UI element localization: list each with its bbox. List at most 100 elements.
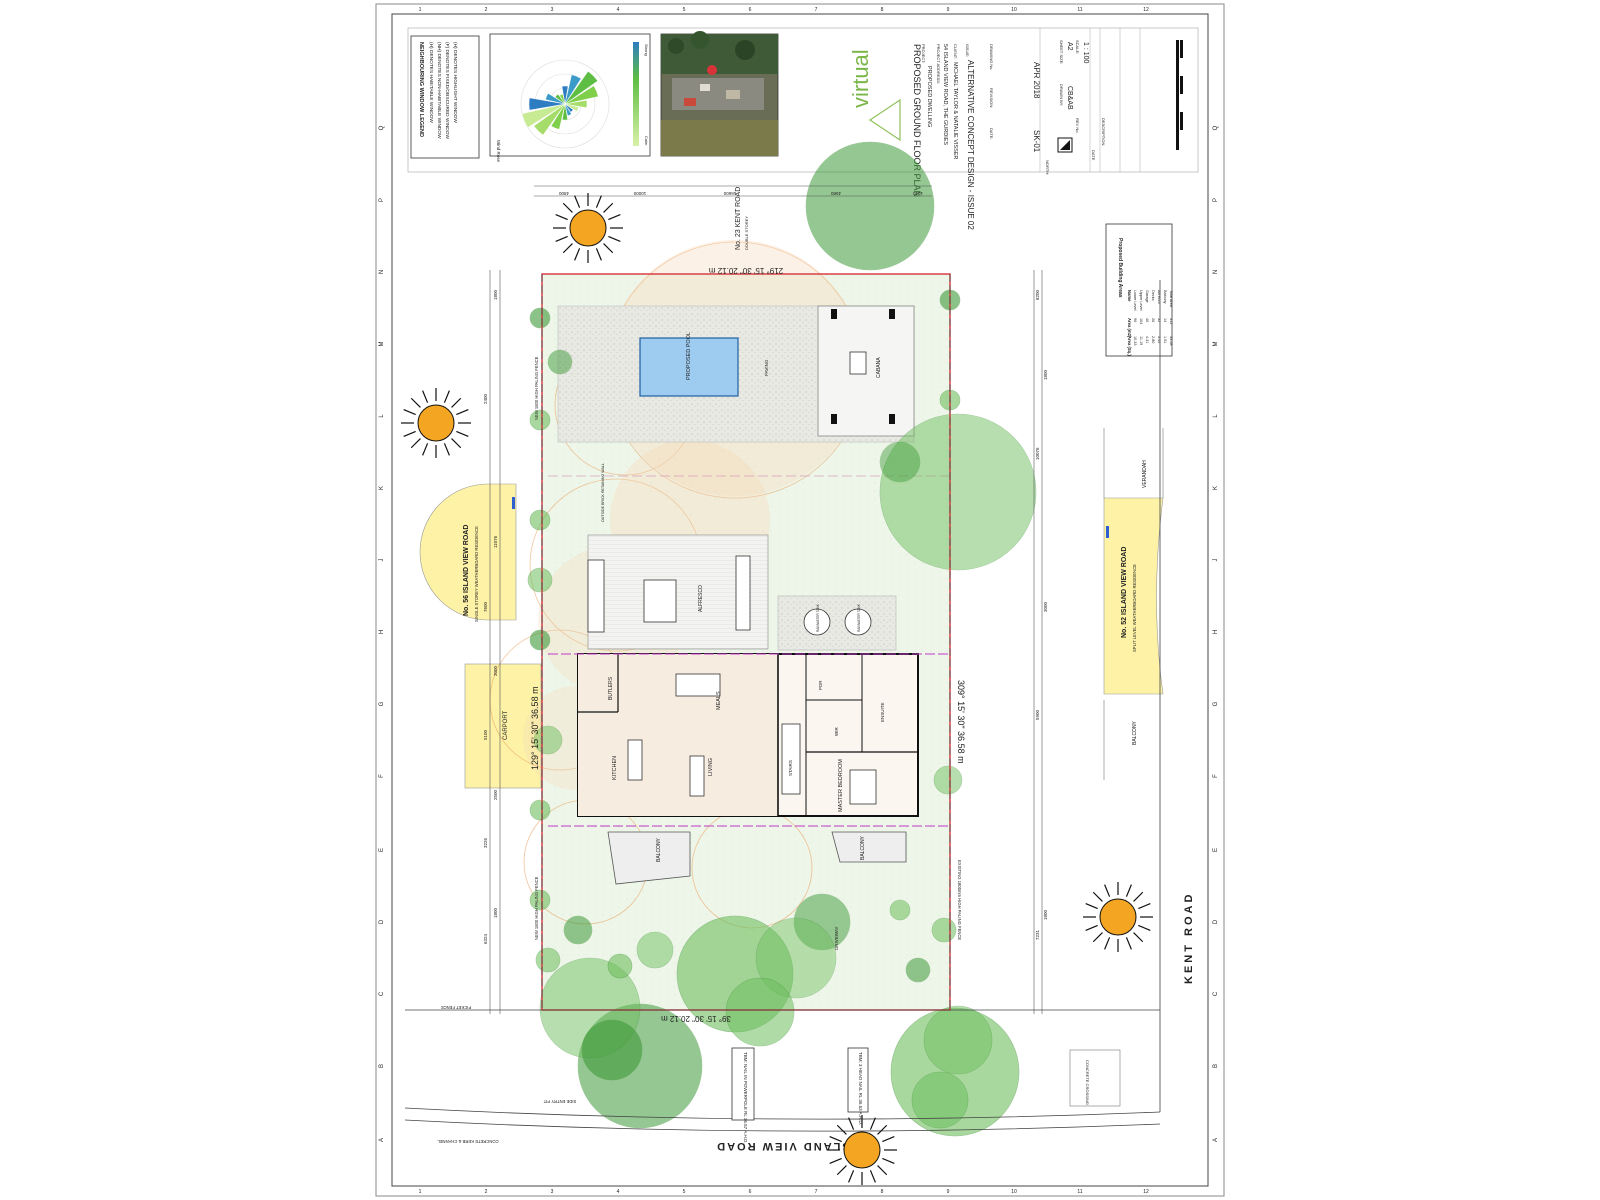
areas-header-cell: Area (m2) <box>1127 318 1132 338</box>
project-label: PROJECT: <box>921 44 926 63</box>
tank-label: RAINWATER TANK <box>857 603 861 632</box>
north-label: NORTH: <box>1045 160 1050 175</box>
legend-item: (H) DENOTES HABITABLE WINDOW <box>428 42 434 123</box>
grid-ref-col: 6 <box>749 1189 752 1195</box>
grid-ref-col: 11 <box>1077 7 1082 13</box>
wind-scale-bottom: Calm <box>644 136 649 146</box>
tree-icon <box>547 349 573 375</box>
legend-title: NEIGHBOURING WINDOW LEGEND <box>418 42 424 137</box>
wind-petal <box>564 74 582 105</box>
dimension-label: 3226 <box>483 837 488 848</box>
grid-ref-row: E <box>1213 848 1219 852</box>
grid-ref-row: Q <box>1213 125 1219 130</box>
tree-icon <box>529 307 551 329</box>
road-right-label: KENT ROAD <box>1183 892 1195 984</box>
neighbour-left-name: No. 56 ISLAND VIEW ROAD <box>463 525 470 616</box>
balcony-label: BALCONY <box>656 837 662 862</box>
drawn-by-label: DRAWN BY: <box>1059 84 1064 106</box>
revision-header: DATE <box>1091 150 1096 161</box>
tree-icon <box>923 1005 993 1075</box>
dimension-label: 3000 <box>493 665 498 676</box>
dimension-label: 1800 <box>1043 369 1048 380</box>
bearing-bottom: 39° 15' 30" 20.12 m <box>661 1014 731 1023</box>
north-arrow-icon <box>1057 137 1073 153</box>
client-label: CLIENT: <box>953 44 958 59</box>
grid-ref-col: 3 <box>551 7 554 13</box>
address-value: 54 ISLAND VIEW ROAD, THE GURDIES <box>942 44 948 145</box>
wind-petal <box>561 85 569 105</box>
balconies: BALCONY BALCONY <box>607 831 907 885</box>
grid-ref-col: 12 <box>1143 1189 1149 1195</box>
areas-cell: 312 <box>1169 318 1173 324</box>
room-meals: MEALS <box>716 691 722 710</box>
tree-icon <box>529 409 551 431</box>
grid-ref-row: A <box>1213 1138 1219 1142</box>
grid-ref-col: 4 <box>617 7 620 13</box>
dimension-label: 16600 <box>723 191 736 196</box>
rainwater-tanks: RAINWATER TANK RAINWATER TANK <box>777 595 897 651</box>
wind-rose-title: Wind Rose <box>496 140 501 163</box>
dimension-label: 1800 <box>1043 909 1048 920</box>
grid-ref-row: D <box>379 919 385 924</box>
wind-petal <box>564 103 574 113</box>
room-pdr: PDR <box>818 680 823 690</box>
sheet-size-label: SHEET SIZE: <box>1059 40 1064 64</box>
trees <box>527 141 1037 1137</box>
verandah-label: VERANDAH <box>1142 460 1148 488</box>
grid-ref-row: K <box>1213 486 1219 490</box>
tree-icon <box>805 141 935 271</box>
grid-ref-col: 2 <box>485 1189 488 1195</box>
tank-label: RAINWATER TANK <box>816 603 820 632</box>
scale-bar <box>1176 40 1183 150</box>
areas-cell: 32 <box>1157 318 1161 322</box>
grid-ref-col: 5 <box>683 1189 686 1195</box>
paving-label: PAVING <box>764 359 769 376</box>
neighbour-right-name: No. 52 ISLAND VIEW ROAD <box>1121 547 1128 638</box>
grid-ref-row: B <box>379 1064 385 1068</box>
areas-cell: 104 <box>1139 318 1143 324</box>
grid-ref-row: H <box>1213 630 1219 634</box>
tree-icon <box>636 931 674 969</box>
areas-header-cell: Name <box>1127 290 1132 302</box>
grid-ref-col: 11 <box>1077 1189 1082 1195</box>
title-block: virtual PROPOSED GROUND FLOOR PLAN PROJE… <box>848 28 1183 230</box>
brand-logo-text: virtual <box>848 49 873 108</box>
dimension-label: 2500 <box>493 789 498 800</box>
dimension-label: 10000 <box>633 191 646 196</box>
grid-ref-col: 3 <box>551 1189 554 1195</box>
carport: CARPORT <box>464 663 542 789</box>
dimension-label: 5100 <box>483 729 488 740</box>
tree-icon <box>533 725 563 755</box>
tree-icon <box>527 567 553 593</box>
grid-ref-col: 9 <box>947 1189 950 1195</box>
tree-icon <box>879 413 1037 571</box>
grid-ref-row: Q <box>379 125 385 130</box>
grid-ref-col: 2 <box>485 7 488 13</box>
tree-icon <box>529 509 551 531</box>
wind-petal <box>528 97 566 111</box>
tree-icon <box>879 441 921 483</box>
neighbouring-window-legend: NEIGHBOURING WINDOW LEGEND (H) DENOTES H… <box>410 35 480 159</box>
balcony-neighbour-label: BALCONY <box>1132 720 1138 745</box>
drawing-no-value: SK-01 <box>1032 130 1041 153</box>
room-living: LIVING <box>708 758 714 776</box>
grid-ref-col: 1 <box>419 7 422 13</box>
grid-ref-row: A <box>379 1138 385 1142</box>
alfresco-label: ALFRESCO <box>698 585 704 612</box>
issue-value: ALTERNATIVE CONCEPT DESIGN - ISSUE 02 <box>966 60 975 230</box>
areas-cell: 2.80 <box>1151 336 1155 343</box>
dimension-label: 1800 <box>493 289 498 300</box>
dimension-label: 8200 <box>1035 289 1040 300</box>
wind-petal <box>564 85 599 105</box>
areas-cell: Garage <box>1145 290 1149 303</box>
areas-cell: 10.33 <box>1133 336 1137 346</box>
aerial-photo <box>660 31 779 157</box>
grid-ref-col: 4 <box>617 1189 620 1195</box>
scale-value: 1 : 100 <box>1082 42 1089 64</box>
drawing-title: PROPOSED GROUND FLOOR PLAN <box>912 44 922 197</box>
picket-fence-label: PICKET FENCE <box>441 1005 472 1010</box>
room-master: MASTER BEDROOM <box>838 759 844 812</box>
grid-ref-row: M <box>379 342 385 347</box>
sun-icon <box>827 1115 897 1185</box>
